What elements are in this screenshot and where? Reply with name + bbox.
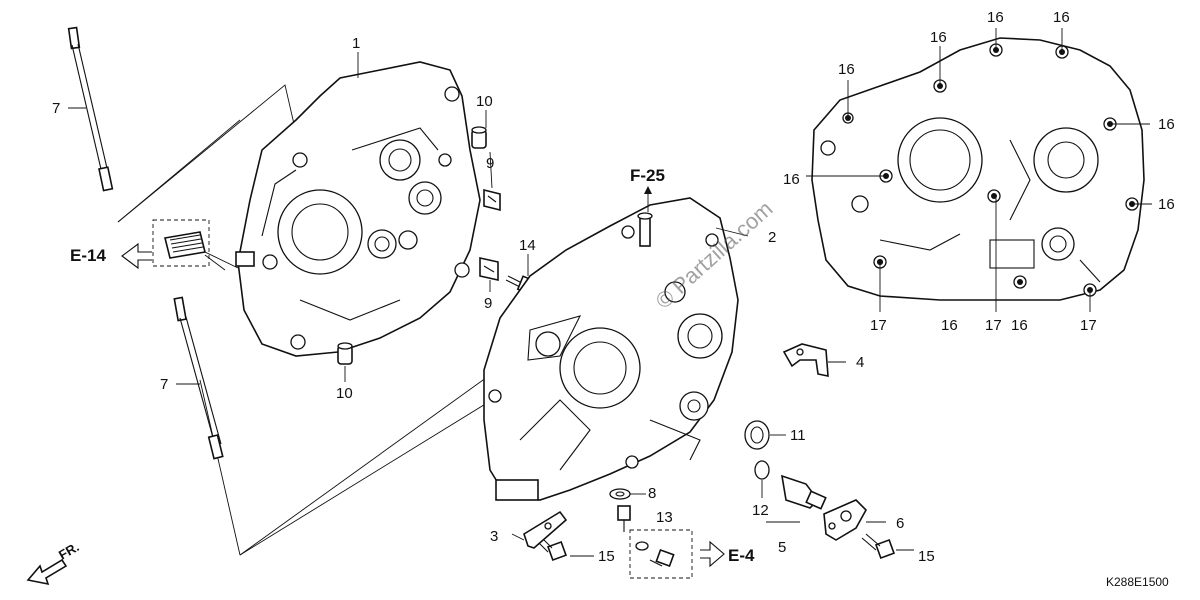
o-ring-12 [754, 460, 770, 480]
left-crankcase [235, 61, 481, 357]
label-16: 16 [987, 9, 1004, 26]
bracket-4 [782, 343, 829, 377]
label-part-6: 6 [896, 515, 904, 532]
right-crankcase [483, 197, 739, 501]
side-view-labels: 16 16 16 16 16 16 16 17 16 17 16 17 [783, 9, 1175, 334]
label-part-14: 14 [519, 237, 536, 254]
label-part-10-lower: 10 [336, 385, 353, 402]
clip-lower [479, 257, 499, 281]
label-part-1: 1 [352, 35, 360, 52]
dowel-pin-lower [337, 342, 353, 365]
bolt-15-lower-right [861, 533, 895, 559]
label-part-15-left: 15 [598, 548, 615, 565]
label-16: 16 [1053, 9, 1070, 26]
label-17: 17 [985, 317, 1002, 334]
e4-reference-arrow [700, 540, 725, 568]
crankcase-side-view [811, 37, 1145, 301]
label-part-8: 8 [648, 485, 656, 502]
diagram-code: K288E1500 [1106, 575, 1169, 589]
label-part-5: 5 [778, 539, 786, 556]
side-view-leaders [806, 28, 1152, 312]
label-16: 16 [930, 29, 947, 46]
label-16: 16 [1011, 317, 1028, 334]
bolt-15-lower-left [535, 535, 567, 561]
reference-e14: E-14 [70, 246, 106, 265]
label-part-12: 12 [752, 502, 769, 519]
front-direction-arrow: FR. [26, 539, 82, 586]
clip-upper [483, 188, 501, 212]
label-part-9-upper: 9 [486, 155, 494, 172]
part-number-labels: 1 2 3 4 5 6 7 7 8 9 9 10 10 11 12 13 14 … [52, 35, 935, 565]
part-leaders [68, 52, 914, 557]
stud-bolt-upper [67, 26, 114, 192]
plate-6 [823, 499, 867, 541]
stud-bolt-lower [173, 296, 224, 460]
label-part-9-lower: 9 [484, 295, 492, 312]
label-part-7-lower: 7 [160, 376, 168, 393]
washer-8 [609, 488, 631, 500]
e14-reference-arrow [121, 242, 152, 270]
f25-reference-arrow [644, 186, 652, 212]
oil-seal-11 [744, 420, 770, 450]
label-part-4: 4 [856, 354, 864, 371]
reference-f25: F-25 [630, 166, 665, 185]
oil-strainer-screen [152, 219, 239, 269]
front-direction-label: FR. [56, 539, 82, 562]
drain-bolt-13 [617, 505, 631, 532]
bracket-3 [523, 510, 568, 549]
label-16: 16 [838, 61, 855, 78]
label-part-3: 3 [490, 528, 498, 545]
label-17: 17 [870, 317, 887, 334]
label-part-7-upper: 7 [52, 100, 60, 117]
label-part-10-upper: 10 [476, 93, 493, 110]
label-part-2: 2 [768, 229, 776, 246]
label-16: 16 [941, 317, 958, 334]
dowel-pin-upper [471, 126, 487, 149]
e4-parts-box [629, 529, 693, 579]
label-part-13: 13 [656, 509, 673, 526]
label-17: 17 [1080, 317, 1097, 334]
label-part-11: 11 [790, 427, 806, 444]
label-16: 16 [783, 171, 800, 188]
sensor-5 [780, 474, 827, 510]
label-16: 16 [1158, 116, 1175, 133]
label-16: 16 [1158, 196, 1175, 213]
label-part-15-right: 15 [918, 548, 935, 565]
reference-e4: E-4 [728, 546, 755, 565]
